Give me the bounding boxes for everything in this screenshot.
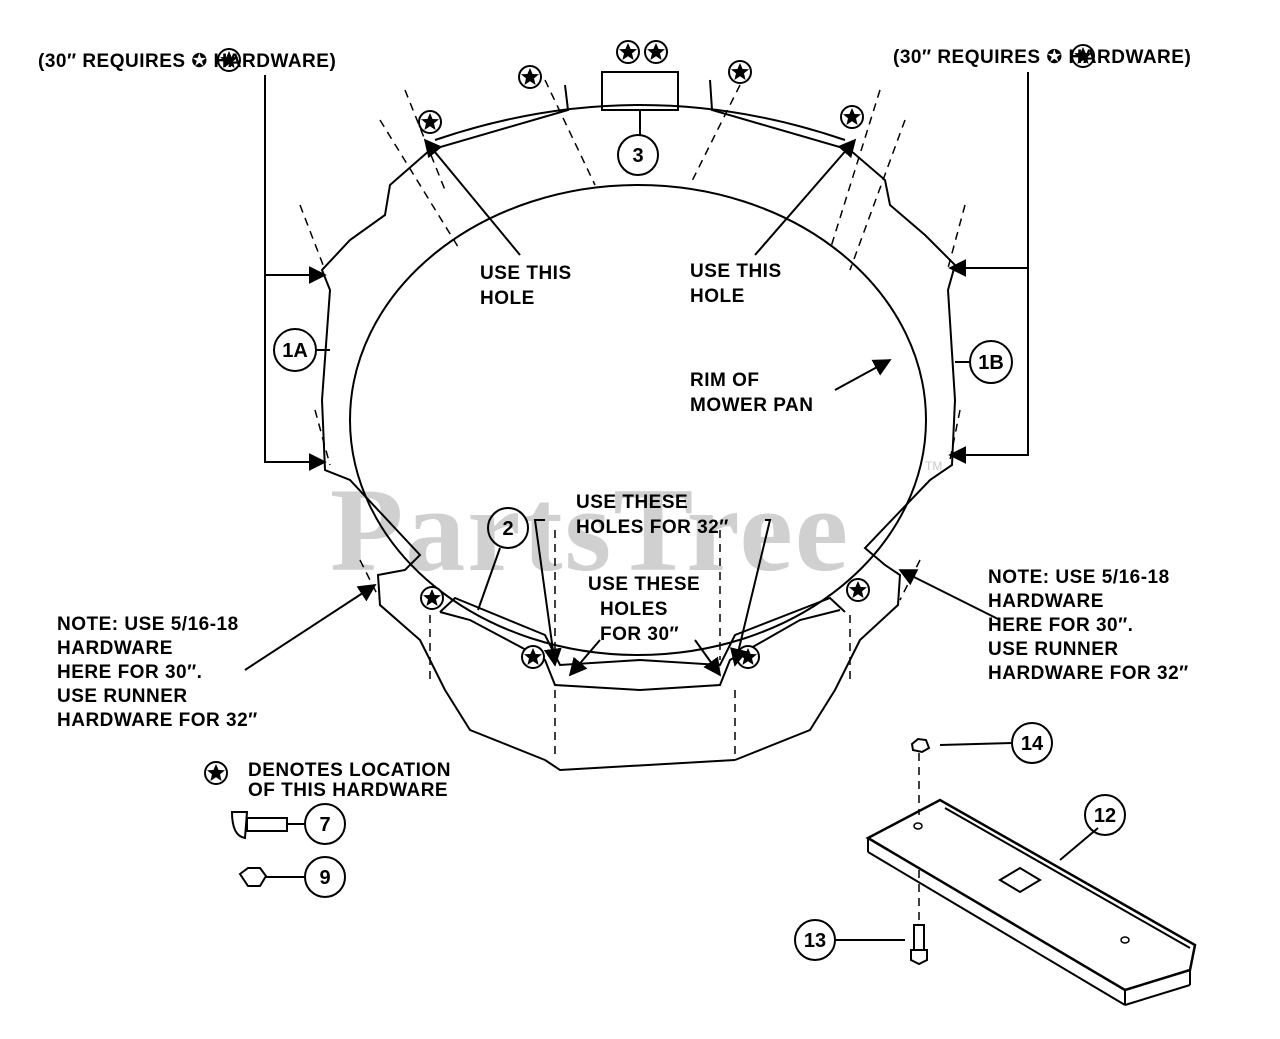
star-icon xyxy=(846,578,870,602)
callout-2: 2 xyxy=(477,507,529,611)
carriage-bolt xyxy=(230,811,305,840)
svg-text:12: 12 xyxy=(1094,805,1116,827)
leader-30-right xyxy=(694,639,722,677)
note-right: NOTE: USE 5/16-18 HARDWARE HERE FOR 30″.… xyxy=(988,567,1189,684)
star-icon xyxy=(518,65,542,89)
callout-7: 7 xyxy=(304,803,346,845)
svg-text:1A: 1A xyxy=(282,340,308,362)
skid-ring-inner xyxy=(439,609,841,692)
leader-32-right xyxy=(730,519,772,667)
leader-hole-right xyxy=(754,138,857,256)
skid-ring-inner-top xyxy=(434,104,846,141)
leader-note-right xyxy=(898,569,1001,621)
skid-ring-right xyxy=(709,79,957,761)
svg-text:2: 2 xyxy=(502,518,513,540)
dashed-guides xyxy=(299,79,966,755)
rim-label: RIM OF MOWER PAN xyxy=(690,370,813,416)
watermark: PartsTree xyxy=(330,463,850,596)
leader-32-left xyxy=(533,519,562,667)
svg-text:9: 9 xyxy=(319,867,330,889)
note-top-right: (30″ REQUIRES ✪ HARDWARE) xyxy=(893,47,1191,68)
hardware-markers xyxy=(204,40,1095,785)
svg-text:13: 13 xyxy=(804,930,826,952)
leader-1b xyxy=(948,72,1029,464)
callout-13: 13 xyxy=(794,919,836,961)
callout-9: 9 xyxy=(304,856,346,898)
svg-text:1B: 1B xyxy=(978,352,1004,374)
legend-text: DENOTES LOCATION OF THIS HARDWARE xyxy=(248,760,457,801)
hex-nut xyxy=(238,867,305,887)
note-top-left: (30″ REQUIRES ✪ HARDWARE) xyxy=(38,51,336,72)
leader-30-left xyxy=(568,639,601,677)
callout-3: 3 xyxy=(617,134,659,176)
star-icon xyxy=(420,586,444,610)
holes-30-label: USE THESE HOLES FOR 30″ xyxy=(588,574,706,645)
holes-32-label: USE THESE HOLES FOR 32″ xyxy=(576,492,729,538)
leader-rim xyxy=(834,359,892,391)
runner-assembly xyxy=(835,737,1197,1006)
callout-12: 12 xyxy=(1084,794,1126,836)
star-icon xyxy=(736,645,760,669)
leader-hole-left xyxy=(423,138,521,256)
star-icon xyxy=(644,40,668,64)
skid-ring-bottom xyxy=(544,759,736,772)
callout-14: 14 xyxy=(1011,722,1053,764)
note-left: NOTE: USE 5/16-18 HARDWARE HERE FOR 30″.… xyxy=(57,614,258,731)
leader-note-left xyxy=(244,584,377,671)
star-icon xyxy=(418,110,442,134)
svg-text:14: 14 xyxy=(1021,733,1044,755)
use-this-hole-right: USE THIS HOLE xyxy=(690,261,787,307)
use-this-hole-left: USE THIS HOLE xyxy=(480,263,577,309)
callout-1a: 1A xyxy=(273,328,330,372)
star-icon xyxy=(728,60,752,84)
star-icon xyxy=(521,645,545,669)
star-icon xyxy=(840,105,864,129)
watermark-tm: TM xyxy=(925,459,942,473)
svg-text:7: 7 xyxy=(319,814,330,836)
front-plate xyxy=(439,596,846,667)
leader-1a xyxy=(264,75,327,471)
svg-text:3: 3 xyxy=(632,145,643,167)
mower-pan-rim xyxy=(349,184,927,656)
callout-1b: 1B xyxy=(955,340,1013,384)
star-icon xyxy=(616,40,640,64)
star-icon xyxy=(204,761,228,785)
